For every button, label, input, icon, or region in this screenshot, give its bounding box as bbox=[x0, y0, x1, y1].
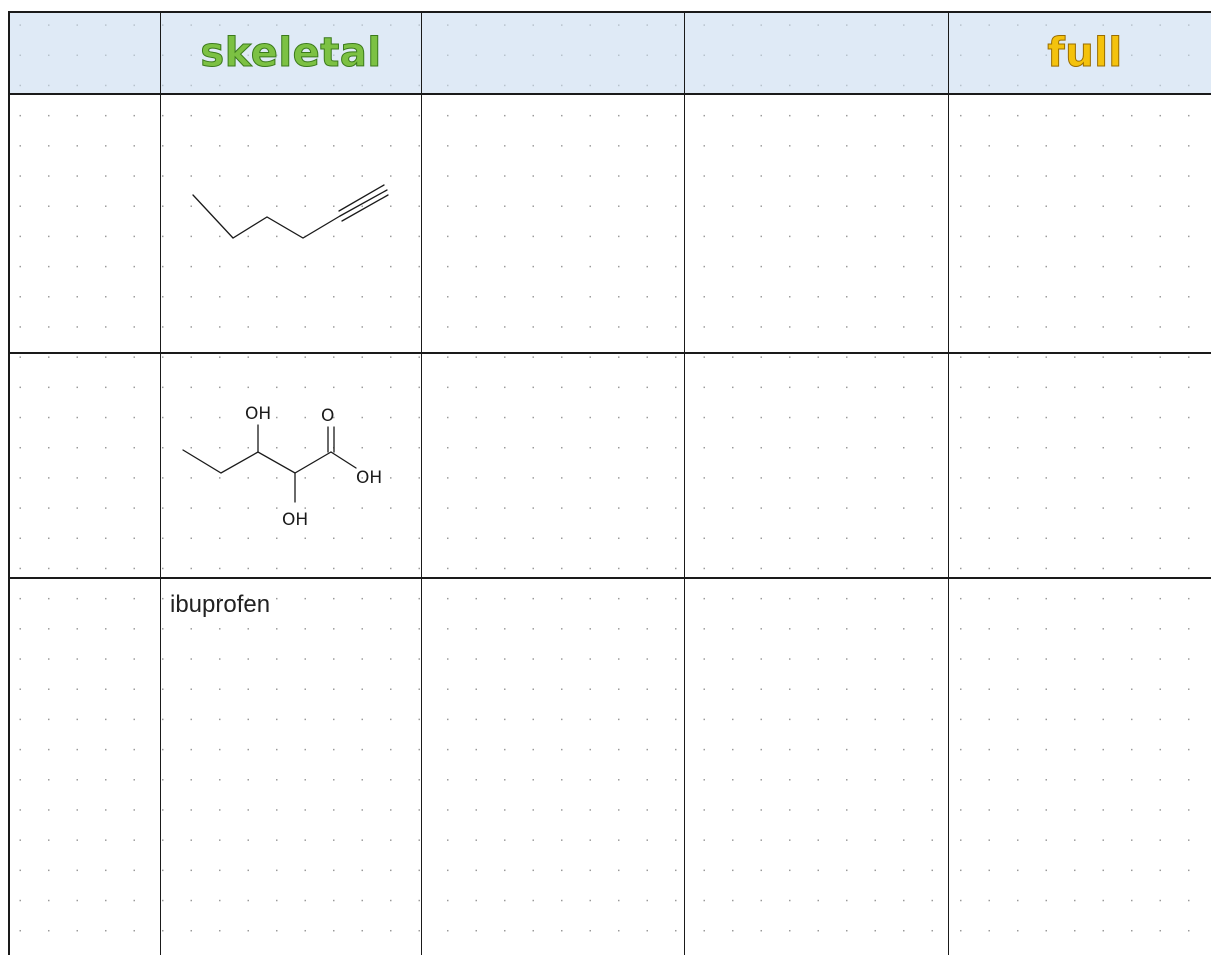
column-header-full: full bbox=[1047, 30, 1123, 77]
atom-label-oh-top: OH bbox=[245, 404, 271, 424]
atom-label-oh-right: OH bbox=[356, 468, 382, 488]
atom-label-oh-bottom: OH bbox=[282, 510, 308, 530]
row-divider-2 bbox=[8, 577, 1211, 579]
row-divider-1 bbox=[8, 352, 1211, 354]
header-divider bbox=[8, 93, 1211, 95]
header-row bbox=[8, 12, 1211, 94]
column-divider-2 bbox=[421, 12, 423, 955]
column-divider-3 bbox=[684, 12, 686, 955]
molecule-dihydroxy-acid: OH O OH OH bbox=[182, 404, 382, 530]
compound-label-ibuprofen: ibuprofen bbox=[170, 591, 271, 618]
column-divider-1 bbox=[160, 12, 162, 955]
molecule-hexyne bbox=[192, 184, 389, 239]
table-top-border bbox=[8, 11, 1211, 13]
column-header-skeletal: skeletal bbox=[200, 30, 382, 77]
table-left-border bbox=[8, 12, 10, 955]
atom-label-o-top: O bbox=[321, 406, 334, 426]
column-divider-4 bbox=[948, 12, 950, 955]
